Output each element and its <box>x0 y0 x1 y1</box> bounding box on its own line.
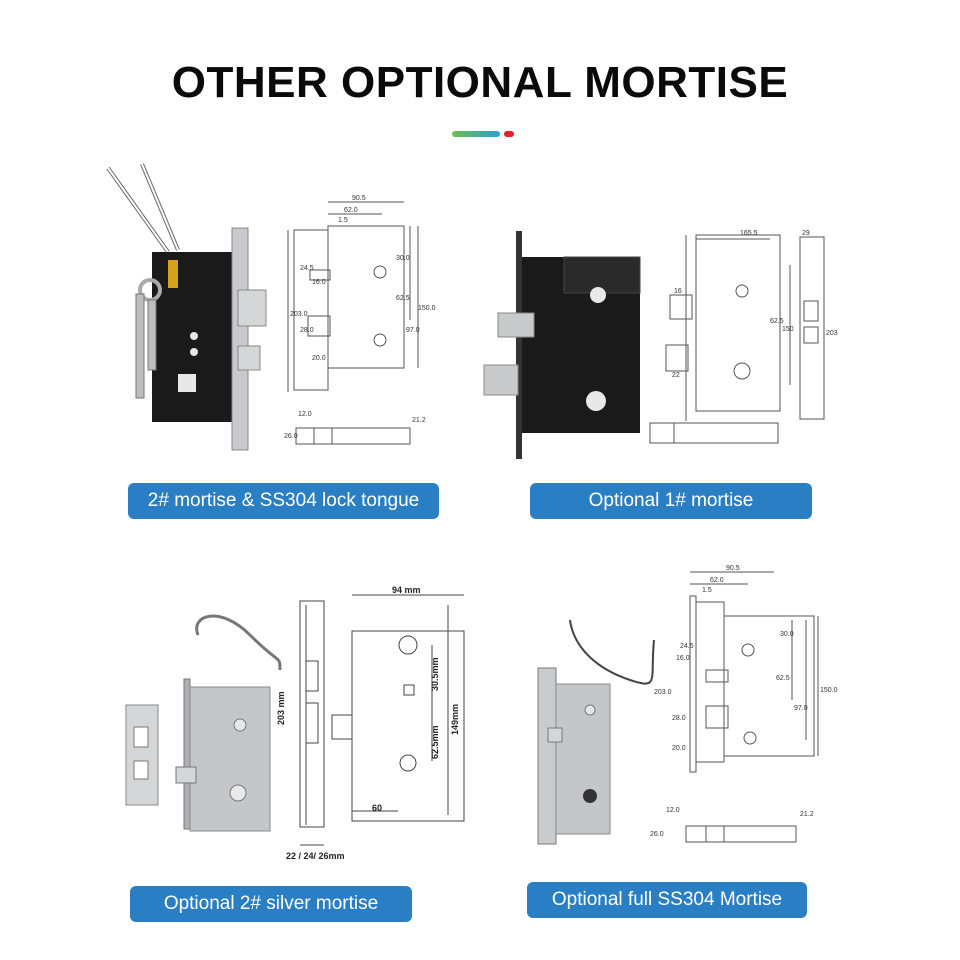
dim-label: 20.0 <box>312 355 326 362</box>
dim-label: 203.0 <box>654 689 672 696</box>
dim-label: 22 <box>672 372 680 379</box>
dim-label: 62.0 <box>344 207 358 214</box>
dim-label: 29 <box>802 230 810 237</box>
dim-label: 30.0 <box>396 255 410 262</box>
dim-label: 24.5 <box>300 265 314 272</box>
steel-faceplate <box>537 667 557 845</box>
wire-harness-icon <box>569 619 655 685</box>
dim-label: 28.0 <box>672 715 686 722</box>
dim-label: 150.0 <box>820 687 838 694</box>
accent-red-dot <box>504 131 514 137</box>
page-title: OTHER OPTIONAL MORTISE <box>171 58 789 107</box>
dim-label: 1.5 <box>702 587 712 594</box>
dim-label: 150 <box>782 326 794 333</box>
dim-label: 1.5 <box>338 217 348 224</box>
dim-label: 149mm <box>450 704 460 735</box>
silver-lock-body <box>189 686 271 832</box>
dim-label: 165.5 <box>740 230 758 237</box>
dim-label: 28.0 <box>300 327 314 334</box>
spindle-hole <box>590 287 606 303</box>
dim-label: 26.0 <box>650 831 664 838</box>
technical-drawing-silver <box>299 594 465 846</box>
dim-label: 26.0 <box>284 433 298 440</box>
dim-label: 20.0 <box>672 745 686 752</box>
key-icon-2 <box>147 299 157 371</box>
dim-label: 12.0 <box>298 411 312 418</box>
label-full-ss304-mortise: Optional full SS304 Mortise <box>527 882 807 918</box>
dim-label: 90.5 <box>352 195 366 202</box>
dim-label: 30.5mm <box>430 657 440 691</box>
ss304-mortise-illustration: 90.5 62.0 1.5 24.5 16.0 203.0 28.0 20.0 … <box>537 565 838 845</box>
cylinder-hole <box>583 789 597 803</box>
panel-1-mortise: 165.5 29 16 62.5 150 203 22 <box>470 225 850 465</box>
technical-drawing-2 <box>287 201 419 445</box>
label-1-mortise: Optional 1# mortise <box>530 483 812 519</box>
mortise-1-illustration: 165.5 29 16 62.5 150 203 22 <box>483 230 838 459</box>
dim-label: 16.0 <box>676 655 690 662</box>
dim-label: 16 <box>674 288 682 295</box>
dim-label: 62.5 <box>770 318 784 325</box>
dim-label: 150.0 <box>418 305 436 312</box>
silver-lock-body <box>555 683 611 835</box>
wire-harness-icon <box>195 614 282 671</box>
technical-drawing-ss304 <box>685 571 819 843</box>
key-icon <box>135 293 145 399</box>
dim-label: 62.0 <box>710 577 724 584</box>
dim-label: 21.2 <box>800 811 814 818</box>
accent-gradient-bar <box>452 131 500 137</box>
cylinder-hole <box>586 391 606 411</box>
wire-harness-icon <box>106 163 180 254</box>
deadbolt <box>483 364 519 396</box>
steel-faceplate <box>231 227 249 451</box>
strike-plate <box>125 704 159 806</box>
dim-label: 24.5 <box>680 643 694 650</box>
silver-mortise-illustration: 94 mm 203 mm 30.5mm 62.5mm 149mm 60 22 /… <box>125 585 465 861</box>
technical-drawing-1 <box>649 234 825 444</box>
dim-label: 62.5 <box>396 295 410 302</box>
latch-bolt <box>547 727 563 743</box>
black-faceplate <box>516 231 522 459</box>
dim-label: 30.0 <box>780 631 794 638</box>
mortise-2-illustration: 90.5 62.0 1.5 24.5 16.0 203.0 28.0 20.0 … <box>106 163 436 451</box>
latch-bolt <box>237 289 267 327</box>
dim-label: 16.0 <box>312 279 326 286</box>
dim-label: 62.5 <box>776 675 790 682</box>
latch-bolt <box>175 766 197 784</box>
deadbolt <box>237 345 261 371</box>
spindle-square <box>178 374 196 392</box>
dim-label: 62.5mm <box>430 725 440 759</box>
dim-label: 22 / 24/ 26mm <box>286 851 345 861</box>
dim-label: 203 mm <box>276 691 286 725</box>
dim-label: 203 <box>826 330 838 337</box>
panel-full-ss304-mortise: 90.5 62.0 1.5 24.5 16.0 203.0 28.0 20.0 … <box>530 560 900 860</box>
dim-label: 94 mm <box>392 585 421 595</box>
latch-bolt <box>497 312 535 338</box>
steel-faceplate <box>183 678 191 830</box>
dim-label: 60 <box>372 803 382 813</box>
dim-label: 203.0 <box>290 311 308 318</box>
dim-label: 90.5 <box>726 565 740 572</box>
label-2-mortise: 2# mortise & SS304 lock tongue <box>128 483 439 519</box>
brass-cylinder <box>168 260 178 288</box>
dim-label: 97.0 <box>794 705 808 712</box>
dim-label: 21.2 <box>412 417 426 424</box>
dim-label: 97.0 <box>406 327 420 334</box>
label-2-silver-mortise: Optional 2# silver mortise <box>130 886 412 922</box>
dim-label: 12.0 <box>666 807 680 814</box>
panel-2-silver-mortise: 94 mm 203 mm 30.5mm 62.5mm 149mm 60 22 /… <box>120 575 490 870</box>
panel-2-mortise: 90.5 62.0 1.5 24.5 16.0 203.0 28.0 20.0 … <box>100 160 440 460</box>
